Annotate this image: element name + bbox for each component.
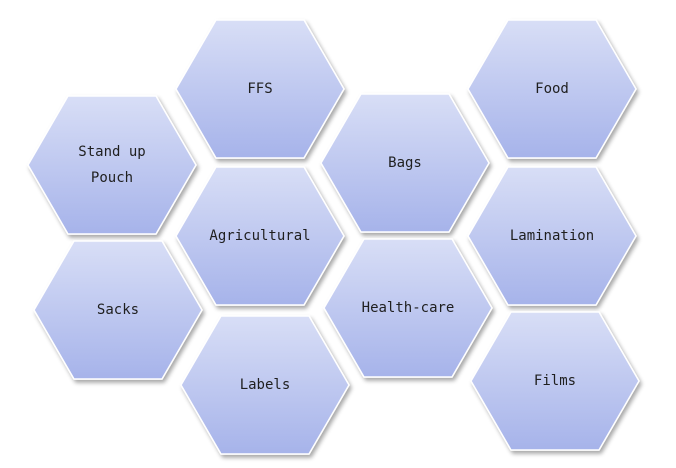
hexagon-label: Stand up (78, 144, 145, 160)
hexagon-lamination: Lamination (467, 166, 637, 306)
hexagon-ffs: FFS (175, 19, 345, 159)
hexagon-label: Lamination (510, 228, 594, 244)
hexagon-label: Food (535, 81, 569, 97)
hexagon-shape (470, 311, 640, 451)
hexagon-health-care: Health-care (323, 238, 493, 378)
hexagon-stand-up-pouch: Stand up Pouch (27, 95, 197, 235)
hexagon-shape (27, 95, 197, 235)
hexagon-shape (175, 19, 345, 159)
hexagon-label: Films (534, 373, 576, 389)
hexagon-bags: Bags (320, 93, 490, 233)
hexagon-shape (175, 166, 345, 306)
hexagon-labels: Labels (180, 315, 350, 455)
hexagon-agricultural: Agricultural (175, 166, 345, 306)
hexagon-label: Sacks (97, 302, 139, 318)
hexagon-films: Films (470, 311, 640, 451)
hexagon-label: Bags (388, 155, 422, 171)
hexagon-label: Health-care (362, 300, 455, 316)
hexagon-shape (323, 238, 493, 378)
hexagon-food: Food (467, 19, 637, 159)
hexagon-label: Pouch (91, 170, 133, 186)
hexagon-sacks: Sacks (33, 240, 203, 380)
hexagon-shape (467, 166, 637, 306)
hexagon-shape (320, 93, 490, 233)
hexagon-label: Agricultural (209, 228, 310, 244)
hexagon-shape (467, 19, 637, 159)
hexagon-shape (180, 315, 350, 455)
hexagon-label: Labels (240, 377, 291, 393)
hexagon-label: FFS (247, 81, 272, 97)
hexagon-shape (33, 240, 203, 380)
